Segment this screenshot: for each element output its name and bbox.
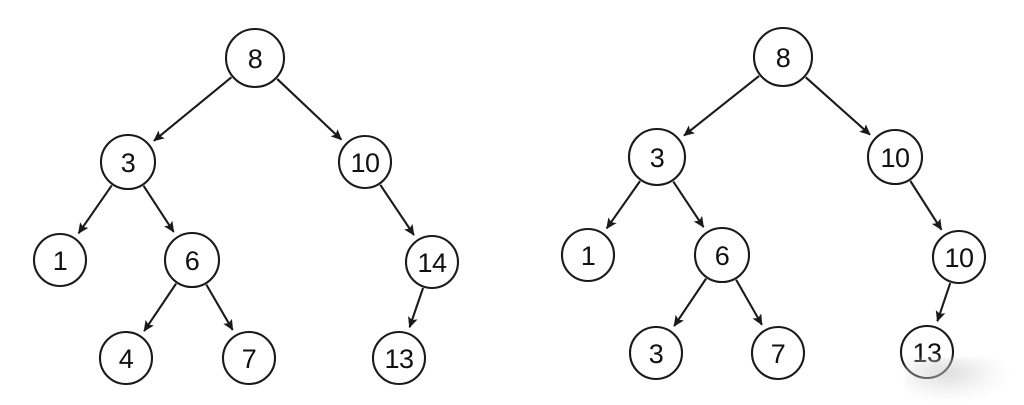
tree-edge-root-to-right-child [805,76,871,136]
tree-edge-six-to-seven [735,279,763,326]
tree-edge-root-to-left-child [683,75,760,137]
node-circle [224,27,286,89]
node-value-label: 10 [350,148,379,178]
tree-edge-three-to-one [605,180,641,230]
node-value-label: 4 [119,344,134,374]
node-value-label: 1 [581,241,596,271]
node-value-label: 8 [248,44,263,74]
node-value-label: 7 [771,339,786,369]
tree-node-r10: 10 [866,128,924,186]
tree-edge-three-to-six [142,185,175,233]
tree-node-l10: 10 [337,134,393,190]
node-circle [628,325,684,381]
tree-node-l7: 7 [221,330,277,386]
node-value-label: 6 [715,241,730,271]
tree-edge-ten-to-thirteen [935,282,952,323]
node-circle [99,133,157,191]
tree-node-r6: 6 [693,226,751,284]
tree-node-r1: 1 [560,227,616,283]
node-value-label: 14 [417,248,447,278]
node-value-label: 13 [384,344,413,374]
tree-edge-three-to-six [672,180,705,228]
tree-edge-ten-to-ten [909,180,943,231]
tree-edge-six-to-seven [205,284,234,331]
before-deletion-tree-nodes: 8 3 10 1 6 14 4 7 13 [32,27,460,386]
tree-edge-fourteen-to-thirteen [408,287,425,329]
node-value-label: 10 [944,243,973,273]
tree-node-r3: 3 [627,127,687,187]
tree-node-l14: 14 [404,234,460,290]
tree-node-l6: 6 [163,231,221,289]
tree-node-l1: 1 [32,232,88,288]
node-value-label: 10 [880,143,909,173]
edges-layer [77,75,952,332]
tree-node-l4: 4 [98,330,154,386]
node-circle [98,330,154,386]
tree-edge-root-to-right-child [276,78,343,141]
tree-node-r13: 13 [899,324,955,380]
node-value-label: 8 [776,43,791,73]
node-value-label: 13 [912,338,941,368]
nodes-layer: 8 3 10 1 6 14 4 7 13 8 3 10 1 6 10 3 7 13 [32,26,987,386]
node-value-label: 3 [650,143,665,173]
tree-node-r3b: 3 [628,325,684,381]
node-circle [693,226,751,284]
node-circle [163,231,221,289]
node-circle [221,330,277,386]
node-circle [371,330,427,386]
tree-edge-three-to-one [77,184,113,235]
node-circle [866,128,924,186]
tree-node-l3: 3 [99,133,157,191]
before-deletion-tree-edges [77,76,425,332]
node-circle [560,227,616,283]
node-circle [404,234,460,290]
tree-edge-ten-to-fourteen [379,184,415,236]
tree-edge-six-to-three [673,278,707,327]
node-value-label: 3 [649,339,664,369]
node-value-label: 6 [185,246,200,276]
node-circle [752,26,814,88]
tree-node-l8: 8 [224,27,286,89]
node-value-label: 1 [53,246,68,276]
tree-node-r10b: 10 [931,229,987,285]
tree-node-r7: 7 [750,325,806,381]
node-value-label: 3 [121,148,136,178]
node-circle [32,232,88,288]
tree-node-l13: 13 [371,330,427,386]
node-circle [931,229,987,285]
node-circle [750,325,806,381]
node-circle [337,134,393,190]
tree-edge-six-to-four [143,283,177,332]
tree-node-r8: 8 [752,26,814,88]
node-circle [627,127,687,187]
node-value-label: 7 [242,344,257,374]
after-deletion-tree-edges [605,75,952,327]
tree-edge-root-to-left-child [153,76,233,142]
